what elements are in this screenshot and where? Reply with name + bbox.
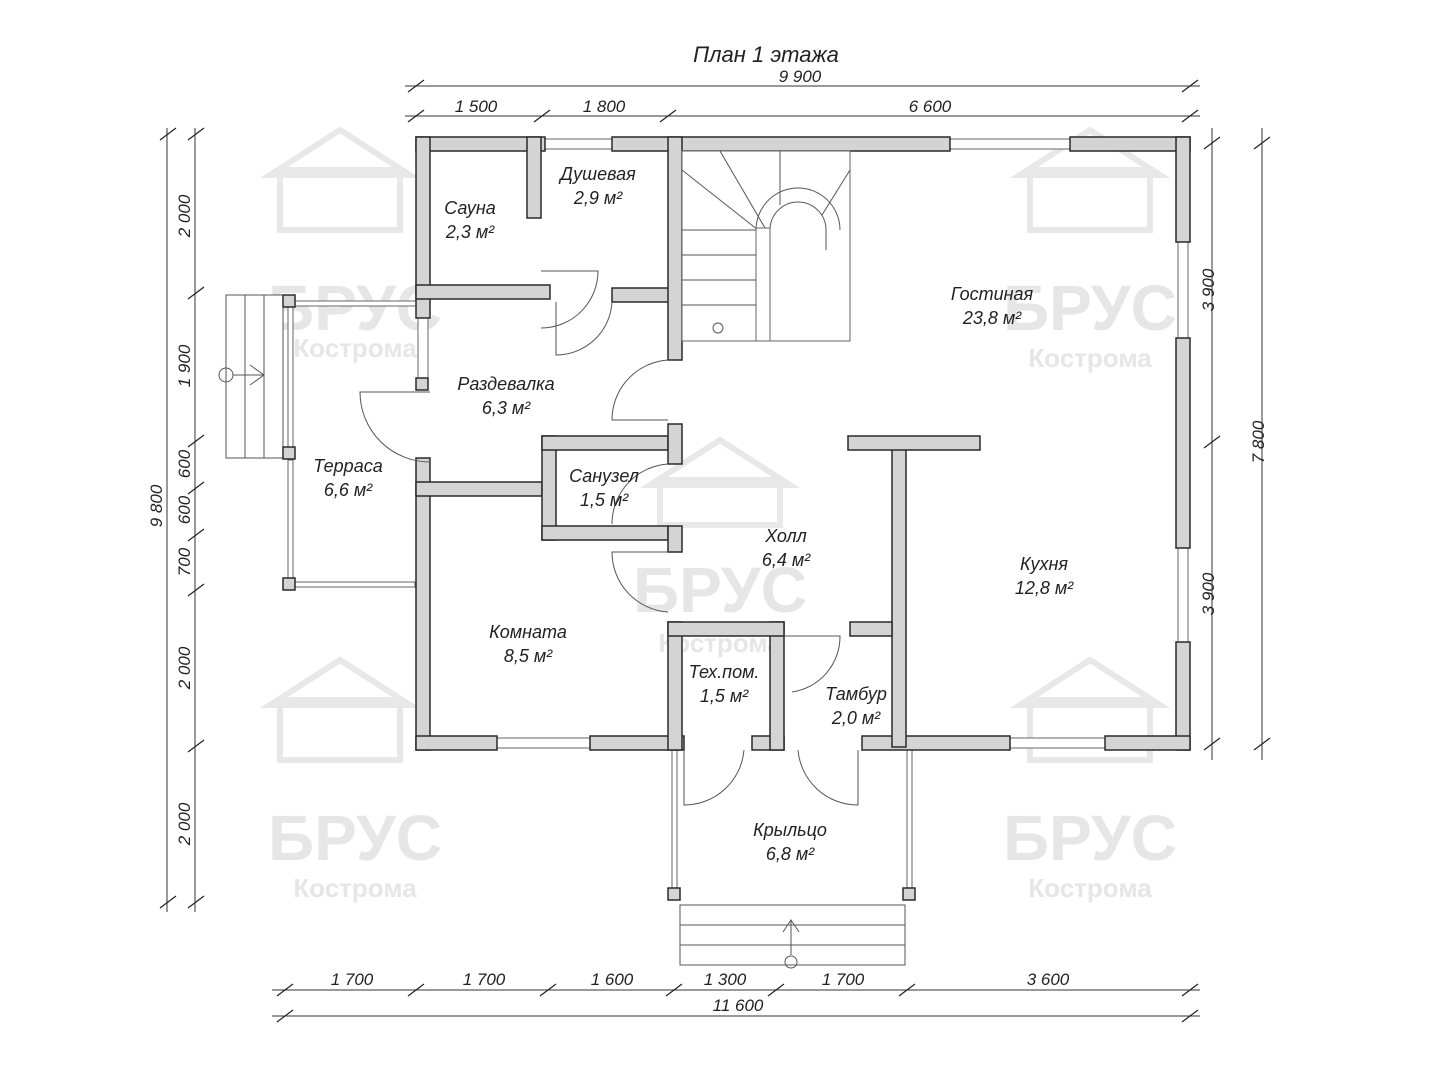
svg-text:БРУС: БРУС <box>633 554 807 626</box>
watermark-house-icon <box>259 126 421 233</box>
terrace-railing <box>287 459 294 584</box>
dim-bottom: 1 300 <box>704 970 747 989</box>
watermark-house-icon <box>1009 656 1171 763</box>
svg-text:Санузел: Санузел <box>569 466 639 486</box>
dim-left: 600 <box>175 495 194 524</box>
terrace-railing <box>294 581 416 588</box>
top-dimensions: 9 900 1 500 1 800 6 600 <box>405 67 1200 123</box>
svg-text:2,9 м²: 2,9 м² <box>573 188 623 208</box>
room-porch: Крыльцо 6,8 м² <box>753 820 827 864</box>
svg-text:6,3 м²: 6,3 м² <box>482 398 531 418</box>
svg-text:БРУС: БРУС <box>1003 802 1177 874</box>
svg-text:Холл: Холл <box>764 526 807 546</box>
svg-text:6,4 м²: 6,4 м² <box>762 550 811 570</box>
svg-text:Кострома: Кострома <box>293 333 417 363</box>
dim-left: 2 000 <box>175 646 194 690</box>
dim-right: 3 900 <box>1199 572 1218 615</box>
staircase <box>681 150 851 342</box>
svg-text:2,3 м²: 2,3 м² <box>445 222 495 242</box>
svg-text:Тамбур: Тамбур <box>825 684 887 704</box>
room-tech: Тех.пом. 1,5 м² <box>689 662 760 706</box>
dim-bottom-total: 11 600 <box>713 996 764 1015</box>
room-living: Гостиная 23,8 м² <box>951 284 1034 328</box>
left-dimensions: 9 800 2 000 1 900 600 600 700 2 000 2 00… <box>147 127 205 912</box>
terrace-railing <box>287 306 294 450</box>
room-bathroom: Санузел 1,5 м² <box>569 466 639 510</box>
room-sauna: Сауна 2,3 м² <box>444 198 496 242</box>
right-dimensions: 3 900 3 900 7 800 <box>1199 128 1271 760</box>
dim-left: 2 000 <box>175 802 194 846</box>
post <box>282 577 296 591</box>
room-kitchen: Кухня 12,8 м² <box>1015 554 1074 598</box>
svg-text:БРУС: БРУС <box>268 802 442 874</box>
svg-text:Терраса: Терраса <box>313 456 382 476</box>
watermark-house-icon <box>1009 126 1171 233</box>
dim-bottom: 1 700 <box>463 970 506 989</box>
room-shower: Душевая 2,9 м² <box>558 164 636 208</box>
svg-text:Кострома: Кострома <box>1028 873 1152 903</box>
svg-text:Раздевалка: Раздевалка <box>457 374 554 394</box>
watermark-house-icon <box>259 656 421 763</box>
terrace-railing <box>294 300 417 307</box>
watermark-house-icon <box>639 436 801 528</box>
room-vestibule: Тамбур 2,0 м² <box>825 684 887 728</box>
svg-text:БРУС: БРУС <box>1003 272 1177 344</box>
svg-text:12,8 м²: 12,8 м² <box>1015 578 1074 598</box>
svg-text:6,6 м²: 6,6 м² <box>324 480 373 500</box>
room-bedroom: Комната 8,5 м² <box>489 622 567 666</box>
dim-right: 3 900 <box>1199 268 1218 311</box>
dim-top-total: 9 900 <box>779 67 822 86</box>
svg-text:Гостиная: Гостиная <box>951 284 1034 304</box>
dim-bottom: 3 600 <box>1027 970 1070 989</box>
svg-text:1,5 м²: 1,5 м² <box>580 490 629 510</box>
svg-text:Тех.пом.: Тех.пом. <box>689 662 760 682</box>
terrace-stairs <box>225 294 284 459</box>
watermark: БРУС Кострома БРУС Кострома БРУС Костром… <box>259 126 1177 903</box>
svg-text:23,8 м²: 23,8 м² <box>962 308 1022 328</box>
porch <box>667 749 916 969</box>
svg-text:8,5 м²: 8,5 м² <box>504 646 553 666</box>
dim-left: 2 000 <box>175 194 194 238</box>
porch-stairs <box>679 904 906 966</box>
dim-top: 6 600 <box>909 97 952 116</box>
dim-top: 1 800 <box>583 97 626 116</box>
dim-bottom: 1 700 <box>331 970 374 989</box>
svg-text:Крыльцо: Крыльцо <box>753 820 827 840</box>
dim-left: 1 900 <box>175 344 194 387</box>
post <box>282 294 296 308</box>
dim-left: 600 <box>175 449 194 478</box>
room-hall: Холл 6,4 м² <box>762 526 811 570</box>
dim-bottom: 1 700 <box>822 970 865 989</box>
doors <box>359 270 859 806</box>
svg-text:Кухня: Кухня <box>1020 554 1068 574</box>
stair-marker <box>712 322 724 334</box>
svg-text:2,0 м²: 2,0 м² <box>831 708 881 728</box>
post <box>667 887 681 901</box>
svg-text:Комната: Комната <box>489 622 567 642</box>
room-changing: Раздевалка 6,3 м² <box>457 374 554 418</box>
svg-text:1,5 м²: 1,5 м² <box>700 686 749 706</box>
terrace <box>218 294 417 591</box>
post <box>282 446 296 460</box>
svg-text:Кострома: Кострома <box>1028 343 1152 373</box>
entry-marker <box>784 955 798 969</box>
svg-text:Душевая: Душевая <box>558 164 636 184</box>
room-terrace: Терраса 6,6 м² <box>313 456 382 500</box>
plan-title: План 1 этажа <box>693 42 839 67</box>
svg-text:6,8 м²: 6,8 м² <box>766 844 815 864</box>
dim-right-total: 7 800 <box>1249 420 1268 463</box>
room-labels: Сауна 2,3 м² Душевая 2,9 м² Гостиная 23,8 м… <box>313 164 1074 864</box>
dim-left-total: 9 800 <box>147 484 166 527</box>
dim-top: 1 500 <box>455 97 498 116</box>
svg-text:Кострома: Кострома <box>293 873 417 903</box>
svg-text:БРУС: БРУС <box>268 272 442 344</box>
bottom-dimensions: 1 700 1 700 1 600 1 300 1 700 3 600 11 6… <box>272 970 1200 1023</box>
walls <box>415 136 1191 751</box>
post <box>902 887 916 901</box>
dim-left: 700 <box>175 547 194 576</box>
svg-text:Сауна: Сауна <box>444 198 496 218</box>
dim-bottom: 1 600 <box>591 970 634 989</box>
